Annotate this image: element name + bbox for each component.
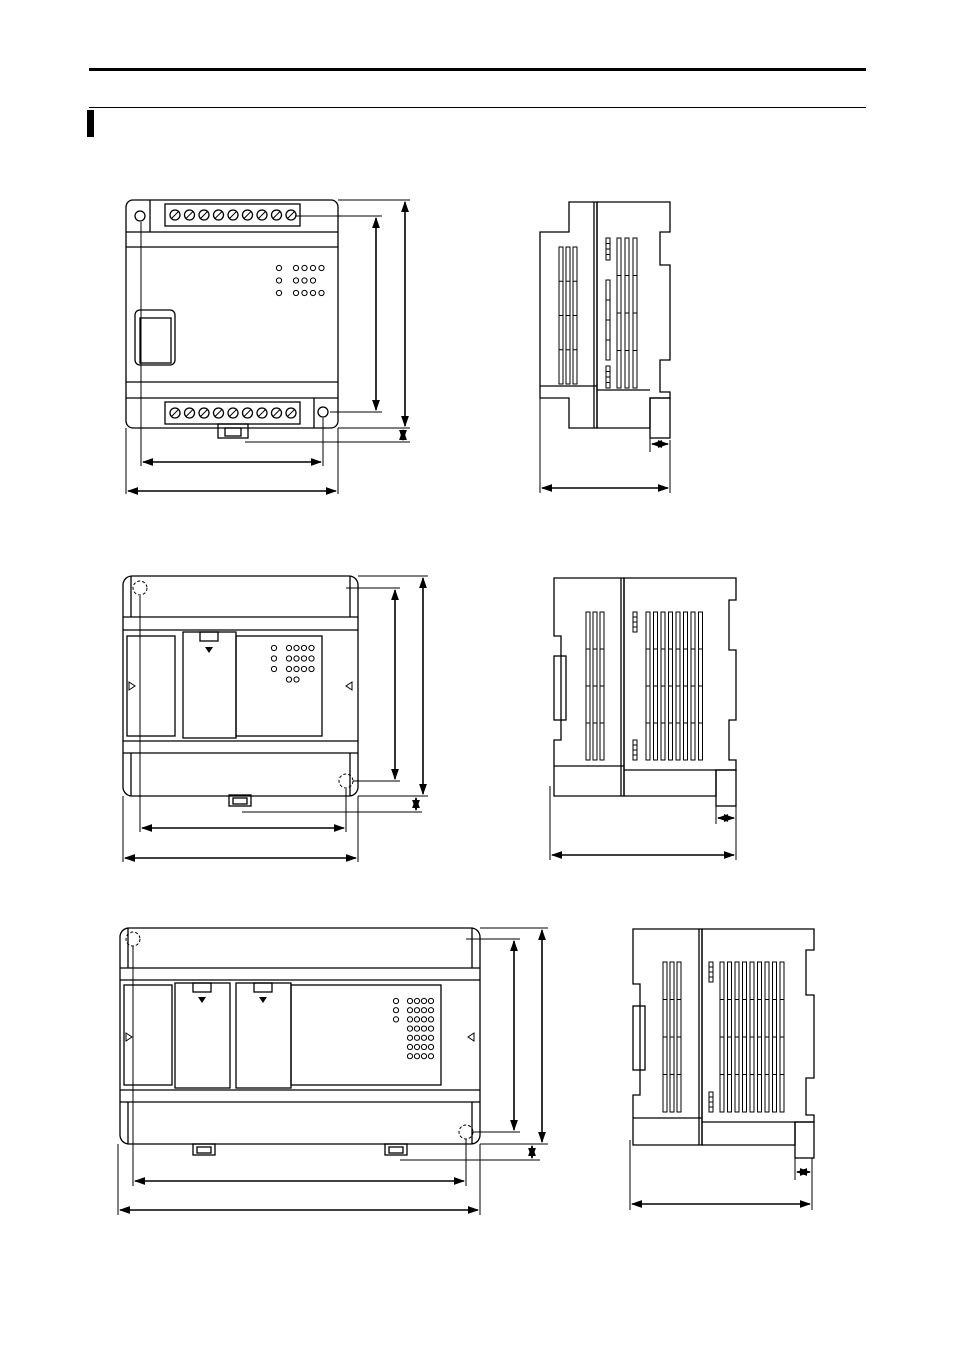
status-led xyxy=(294,666,299,671)
status-led xyxy=(301,666,306,671)
status-led xyxy=(407,1035,412,1040)
status-led xyxy=(293,290,298,295)
status-led xyxy=(309,656,314,661)
status-led xyxy=(286,666,291,671)
status-led xyxy=(276,265,281,270)
status-led xyxy=(428,1044,433,1049)
status-led xyxy=(428,998,433,1003)
medium-unit-front-view xyxy=(123,576,358,806)
medium-unit-side-dimensions xyxy=(550,786,736,860)
large-unit-front-dimensions xyxy=(118,928,548,1215)
status-led xyxy=(302,290,307,295)
status-led xyxy=(301,645,306,650)
status-led xyxy=(393,1008,398,1013)
status-led xyxy=(414,1017,419,1022)
small-unit-front-view xyxy=(126,200,338,438)
large-unit-front-view xyxy=(120,928,480,1155)
status-led xyxy=(276,278,281,283)
status-led xyxy=(294,656,299,661)
small-unit-side-view xyxy=(540,202,670,438)
status-led xyxy=(421,1008,426,1013)
status-led xyxy=(271,645,276,650)
status-led xyxy=(302,278,307,283)
status-led xyxy=(310,290,315,295)
status-led xyxy=(407,1054,412,1059)
status-led xyxy=(319,290,324,295)
status-led xyxy=(428,1017,433,1022)
status-led xyxy=(309,666,314,671)
status-led xyxy=(309,645,314,650)
status-led xyxy=(421,1054,426,1059)
status-led xyxy=(319,265,324,270)
status-led xyxy=(428,1035,433,1040)
status-led xyxy=(421,1044,426,1049)
status-led xyxy=(414,1008,419,1013)
status-led xyxy=(393,1017,398,1022)
large-unit-side-dimensions xyxy=(630,1140,812,1210)
status-led xyxy=(414,1026,419,1031)
status-led xyxy=(293,265,298,270)
status-led xyxy=(310,265,315,270)
medium-unit-front-dimensions xyxy=(123,576,428,862)
status-led xyxy=(421,998,426,1003)
status-led xyxy=(414,998,419,1003)
status-led xyxy=(421,1026,426,1031)
status-led xyxy=(428,1054,433,1059)
status-led xyxy=(301,656,306,661)
large-unit-side-view xyxy=(633,929,814,1158)
status-led xyxy=(271,666,276,671)
status-led xyxy=(421,1035,426,1040)
status-led xyxy=(428,1008,433,1013)
status-led xyxy=(407,1044,412,1049)
small-unit-front-dimensions xyxy=(126,200,410,494)
status-led xyxy=(310,278,315,283)
status-led xyxy=(286,656,291,661)
status-led xyxy=(294,677,299,682)
medium-unit-side-view xyxy=(554,578,736,806)
status-led xyxy=(286,645,291,650)
status-led xyxy=(393,998,398,1003)
status-led xyxy=(407,1008,412,1013)
status-led xyxy=(293,278,298,283)
status-led xyxy=(407,1026,412,1031)
status-led xyxy=(294,645,299,650)
status-led xyxy=(407,998,412,1003)
status-led xyxy=(414,1054,419,1059)
status-led xyxy=(414,1044,419,1049)
status-led xyxy=(302,265,307,270)
status-led xyxy=(421,1017,426,1022)
status-led xyxy=(271,656,276,661)
status-led xyxy=(286,677,291,682)
status-led xyxy=(414,1035,419,1040)
status-led xyxy=(428,1026,433,1031)
status-led xyxy=(407,1017,412,1022)
status-led xyxy=(276,290,281,295)
